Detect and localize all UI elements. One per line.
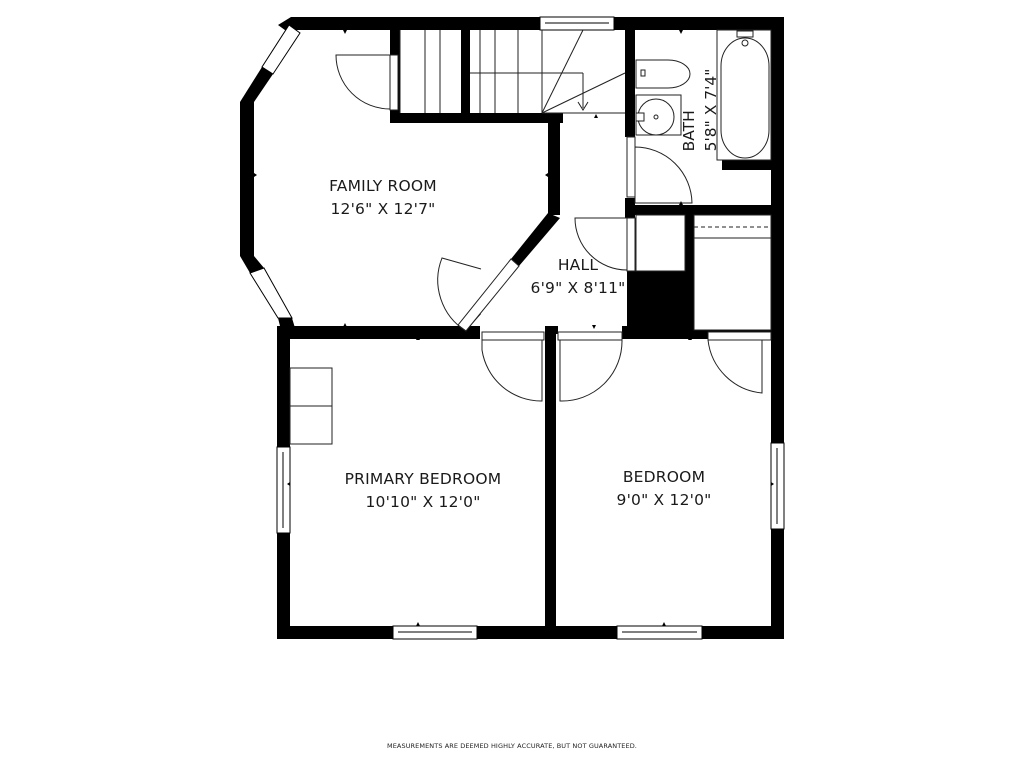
room-dimensions: 9'0" X 12'0": [616, 491, 712, 509]
dimension-markers: [254, 30, 774, 626]
room-dimensions: 5'8" X 7'4": [702, 68, 720, 152]
windows: [249, 16, 785, 640]
room-dimensions: 12'6" X 12'7": [330, 200, 436, 218]
measurement-disclaimer: MEASUREMENTS ARE DEEMED HIGHLY ACCURATE,…: [387, 742, 637, 750]
room-name: FAMILY ROOM: [329, 177, 437, 195]
room-label-bedroom: BEDROOM 9'0" X 12'0": [617, 466, 712, 512]
room-label-hall: HALL 6'9" X 8'11": [531, 254, 626, 300]
room-label-primary-bedroom: PRIMARY BEDROOM 10'10" X 12'0": [345, 468, 502, 514]
doors: [335, 54, 772, 402]
bath-fixtures: [635, 29, 772, 161]
room-dimensions: 6'9" X 8'11": [530, 279, 626, 297]
room-name: HALL: [557, 256, 599, 274]
room-name: BATH: [680, 110, 698, 152]
room-label-bath: BATH 5'8" X 7'4": [678, 69, 722, 152]
room-name: BEDROOM: [622, 468, 706, 486]
room-name: PRIMARY BEDROOM: [344, 470, 502, 488]
interior-walls: [277, 17, 784, 633]
stairs: [399, 29, 626, 114]
room-dimensions: 10'10" X 12'0": [365, 493, 481, 511]
closet-fixtures: [289, 214, 772, 445]
room-label-family-room: FAMILY ROOM 12'6" X 12'7": [329, 175, 437, 221]
